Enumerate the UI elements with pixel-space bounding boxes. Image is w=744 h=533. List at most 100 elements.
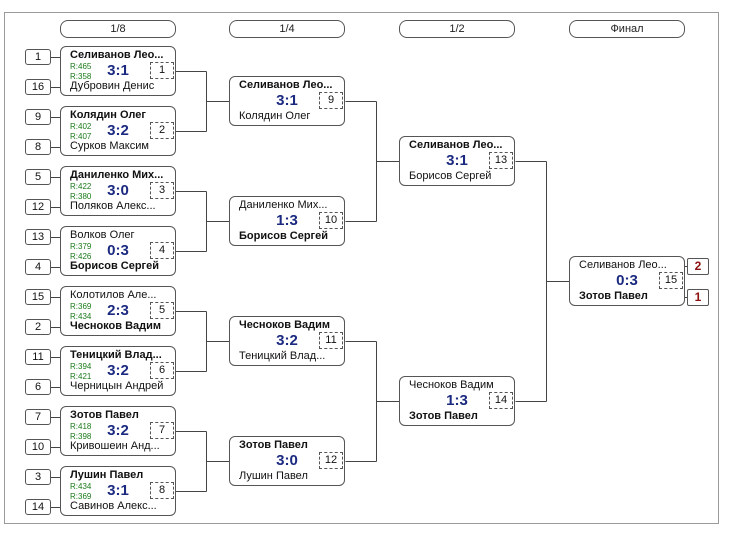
match-score: 3:2 [107,422,129,439]
player-name: Борисов Сергей [70,260,160,272]
match-score: 3:1 [107,482,129,499]
player-name: Даниленко Мих... [239,199,328,211]
round-header: Финал [569,20,685,38]
player-name: Сурков Максим [70,140,149,152]
match-score: 3:0 [107,182,129,199]
player-rating: R:380 [70,192,92,201]
match-score: 3:0 [276,452,298,469]
match-number: 12 [319,452,343,469]
player-name: Селиванов Лео... [409,139,503,151]
player-name: Чесноков Вадим [409,379,494,391]
match-number: 14 [489,392,513,409]
match-score: 3:1 [446,152,468,169]
seed-number: 8 [25,139,51,155]
player-name: Колядин Олег [70,109,146,121]
player-rating: R:402 [70,122,92,131]
player-name: Дубровин Денис [70,80,155,92]
match-score: 1:3 [276,212,298,229]
match-box[interactable]: Даниленко Мих... Поляков Алекс...3:0 3 R:42… [60,166,176,216]
seed-number: 4 [25,259,51,275]
seed-number: 12 [25,199,51,215]
match-score: 0:3 [107,242,129,259]
player-name: Лушин Павел [239,470,308,482]
player-name: Зотов Павел [579,290,648,302]
match-score: 3:2 [107,362,129,379]
player-name: Лушин Павел [70,469,144,481]
match-number: 6 [150,362,174,379]
player-name: Теницкий Влад... [70,349,162,361]
player-name: Колядин Олег [239,110,311,122]
match-score: 1:3 [446,392,468,409]
match-number: 7 [150,422,174,439]
seed-number: 3 [25,469,51,485]
match-number: 2 [150,122,174,139]
seed-number: 1 [25,49,51,65]
match-number: 8 [150,482,174,499]
player-rating: R:394 [70,362,92,371]
player-name: Селиванов Лео... [70,49,164,61]
player-name: Кривошеин Анд... [70,440,160,452]
round-header: 1/8 [60,20,176,38]
place-badge: 1 [687,289,709,306]
match-number: 15 [659,272,683,289]
seed-number: 6 [25,379,51,395]
round-header: 1/4 [229,20,345,38]
seed-number: 10 [25,439,51,455]
match-number: 10 [319,212,343,229]
match-number: 11 [319,332,343,349]
match-number: 1 [150,62,174,79]
player-name: Борисов Сергей [409,170,492,182]
seed-number: 2 [25,319,51,335]
seed-number: 14 [25,499,51,515]
player-name: Борисов Сергей [239,230,329,242]
seed-number: 9 [25,109,51,125]
match-number: 3 [150,182,174,199]
player-name: Селиванов Лео... [239,79,333,91]
player-name: Зотов Павел [239,439,308,451]
player-rating: R:407 [70,132,92,141]
player-name: Черницын Андрей [70,380,164,392]
player-name: Савинов Алекс... [70,500,157,512]
match-score: 0:3 [616,272,638,289]
match-score: 3:1 [107,62,129,79]
player-rating: R:434 [70,312,92,321]
player-name: Чесноков Вадим [70,320,162,332]
seed-number: 15 [25,289,51,305]
seed-number: 7 [25,409,51,425]
match-number: 4 [150,242,174,259]
player-name: Волков Олег [70,229,135,241]
player-name: Зотов Павел [409,410,478,422]
player-rating: R:426 [70,252,92,261]
match-score: 3:2 [276,332,298,349]
match-number: 5 [150,302,174,319]
player-rating: R:434 [70,482,92,491]
player-name: Даниленко Мих... [70,169,164,181]
player-rating: R:398 [70,432,92,441]
player-name: Поляков Алекс... [70,200,156,212]
player-rating: R:422 [70,182,92,191]
player-name: Теницкий Влад... [239,350,326,362]
match-number: 9 [319,92,343,109]
place-badge: 2 [687,258,709,275]
seed-number: 5 [25,169,51,185]
match-score: 3:1 [276,92,298,109]
player-rating: R:379 [70,242,92,251]
player-name: Селиванов Лео... [579,259,667,271]
round-header: 1/2 [399,20,515,38]
seed-number: 11 [25,349,51,365]
